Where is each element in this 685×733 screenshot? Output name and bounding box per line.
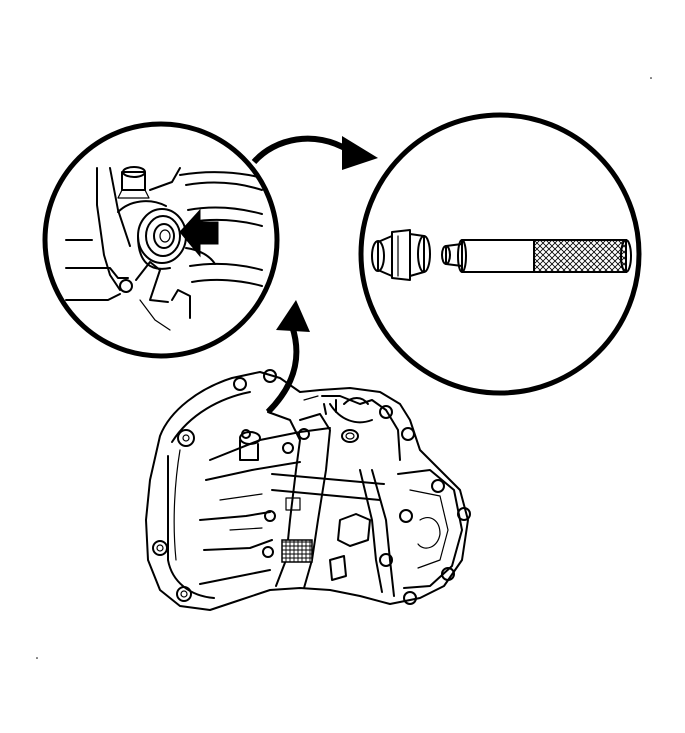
stray-mark (36, 657, 38, 659)
detail-circle-left (42, 121, 280, 359)
transaxle-to-detail-arrow (265, 300, 310, 415)
axle-shaft-seal (371, 229, 431, 281)
manual-transaxle-housing (145, 369, 471, 611)
detail-circle-right (358, 112, 642, 396)
seal-location-detail (42, 121, 280, 359)
knurled-handle (533, 239, 632, 273)
housing-vent-grille (281, 539, 313, 563)
detail-to-tool-arrow (251, 135, 378, 170)
installer-tool-detail (358, 112, 642, 396)
seal-pointer-arrow (179, 208, 219, 258)
housing-closeup (65, 166, 263, 331)
seal-installer-tool (441, 239, 535, 273)
stray-mark (650, 77, 652, 79)
